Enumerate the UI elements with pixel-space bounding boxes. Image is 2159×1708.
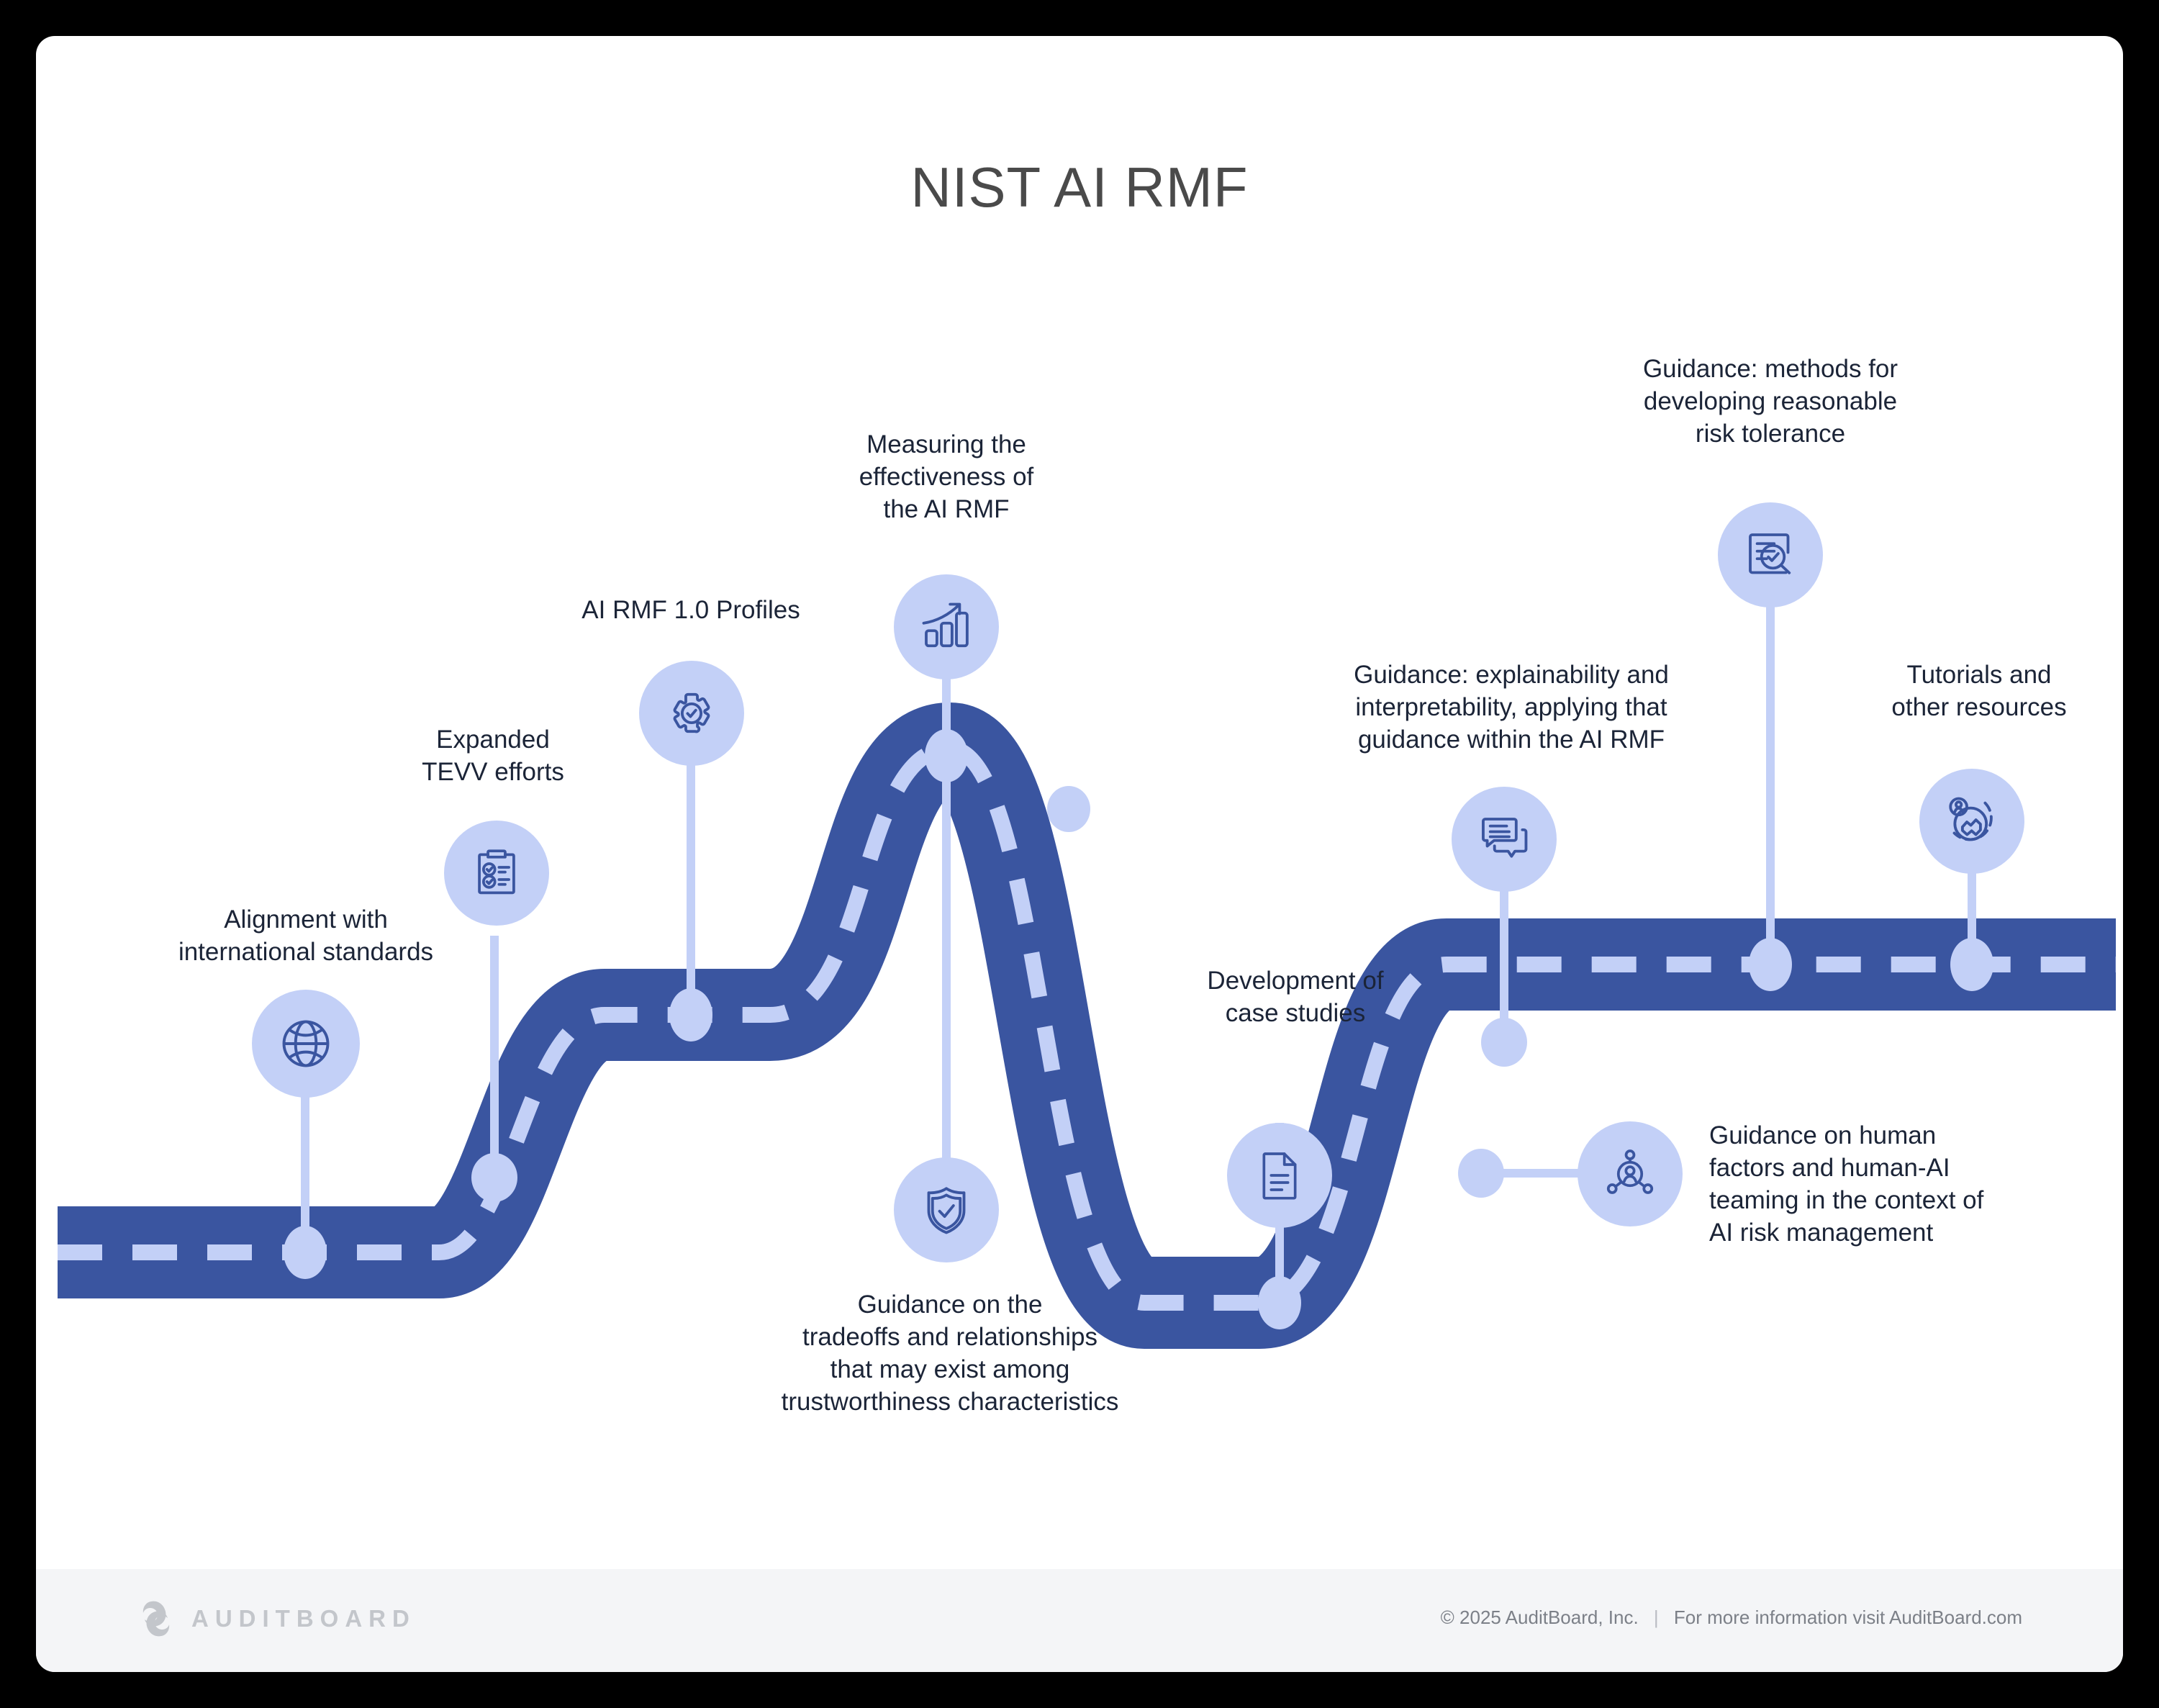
infographic-card: NIST AI RMF — [36, 36, 2123, 1672]
person-network-icon[interactable] — [1578, 1121, 1683, 1226]
auditboard-mark-icon — [142, 1601, 170, 1637]
footer: AUDITBOARD © 2025 AuditBoard, Inc. | For… — [36, 1569, 2123, 1672]
globe-icon[interactable] — [252, 990, 360, 1098]
document-icon[interactable] — [1227, 1123, 1332, 1228]
road-graphic — [58, 590, 2116, 1349]
shield-check-icon[interactable] — [894, 1157, 999, 1262]
person-handshake-icon[interactable] — [1919, 769, 2024, 874]
footer-info-text: For more information visit AuditBoard.co… — [1673, 1607, 2022, 1628]
road-nodes — [284, 729, 1993, 1329]
speech-bubbles-icon[interactable] — [1452, 787, 1557, 892]
footer-copyright: © 2025 AuditBoard, Inc. | For more infor… — [1441, 1607, 2022, 1629]
footer-separator: | — [1653, 1607, 1659, 1628]
page-title: NIST AI RMF — [910, 155, 1249, 219]
auditboard-logo: AUDITBOARD — [137, 1599, 416, 1639]
road-centerline — [58, 740, 2116, 1311]
gear-check-icon[interactable] — [639, 661, 744, 766]
growth-chart-icon[interactable] — [894, 574, 999, 679]
document-magnifier-check-icon[interactable] — [1718, 502, 1823, 607]
auditboard-wordmark: AUDITBOARD — [191, 1605, 416, 1632]
copyright-text: © 2025 AuditBoard, Inc. — [1440, 1607, 1639, 1628]
milestone-label-profiles: AI RMF 1.0 Profiles — [581, 596, 800, 624]
clipboard-checklist-icon[interactable] — [444, 821, 549, 926]
